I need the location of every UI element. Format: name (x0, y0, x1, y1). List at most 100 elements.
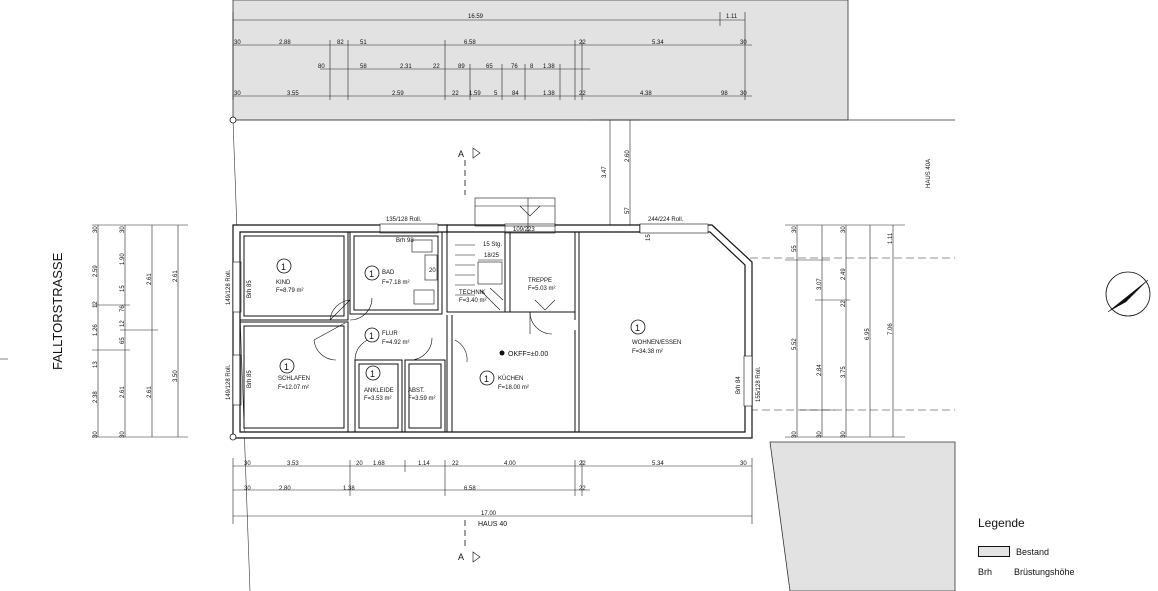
dim-bot-r2-4: 22 (579, 486, 586, 492)
room-number-circles (276, 258, 646, 386)
dim-bot-r1-0: 30 (244, 461, 251, 467)
room-ankleide-name: ANKLEIDE (364, 388, 394, 394)
room-kuechen-name: KÜCHEN (498, 375, 523, 382)
stair-dimension-texts: 3.47 2.60 57 15 20 (429, 150, 652, 274)
dim-right-c2-3: 3.75 (841, 366, 847, 378)
dim-top-r2-7: 8 (530, 64, 534, 70)
room-schlafen-area: F=12.07 m² (278, 385, 309, 391)
dim-left-c2-0: 30 (120, 226, 126, 233)
dim-top-r2-6: 76 (511, 64, 518, 70)
top-dimension-lines (232, 12, 752, 100)
room-flur-name: FLUR (382, 331, 398, 337)
section-marker-top (464, 147, 481, 195)
bottom-dimension-lines (232, 458, 753, 524)
dim-top-r2-5: 65 (486, 64, 493, 70)
room-flur-area: F=4.92 m² (382, 340, 410, 346)
dim-bot-r2-1: 2.80 (279, 486, 291, 492)
room-kuechen-number: 1 (484, 374, 489, 384)
dim-top-r2-1: 58 (360, 64, 367, 70)
opening-top-left: 135/128 Roll. (386, 217, 422, 223)
dim-top-r3-4: 1.59 (469, 91, 481, 97)
dim-top-r3-2: 2.59 (392, 91, 404, 97)
dim-bot-r2-2: 1.38 (343, 486, 355, 492)
legend-brh-abbr: Brh (978, 567, 993, 577)
legend-brh-text: Brüstungshöhe (1014, 567, 1075, 577)
dim-left-c1-0: 30 (93, 226, 99, 233)
room-flur-number: 1 (369, 331, 374, 341)
stairs-count: 15 Stg. (483, 242, 502, 248)
dim-right-c1-1: 55 (792, 245, 798, 252)
dim-top-r1-1: 2.88 (279, 40, 291, 46)
dim-top-r1-3: 51 (360, 40, 367, 46)
dim-bot-r1-6: 4.00 (504, 461, 516, 467)
dim-top-r3-3: 22 (452, 91, 459, 97)
door-swings (313, 198, 556, 363)
dim-right-c1-6: 30 (817, 431, 823, 438)
stair-dimension-lines (600, 119, 640, 225)
legend-bestand: Bestand (1016, 546, 1050, 557)
dim-top-r3-7: 1.38 (543, 91, 555, 97)
room-kind-name: KIND (276, 280, 291, 286)
dim-left-c1-4: 13 (93, 361, 99, 368)
dim-left-c2-1: 1.90 (120, 253, 126, 265)
dim-top-r2-3: 22 (433, 64, 440, 70)
left-dimension-texts: 30 2.59 12 1.26 13 2.38 30 30 1.90 15 76… (93, 226, 179, 438)
north-arrow-icon (1105, 271, 1151, 317)
brh-left-lower: Brh 85 (247, 370, 253, 388)
bath-fixtures (411, 239, 438, 305)
left-dimension-lines (92, 224, 188, 438)
dim-left-c1-6: 30 (93, 431, 99, 438)
dim-mid-2: 57 (625, 207, 631, 214)
bestand-swatch (978, 546, 1010, 557)
dim-right-c1-3: 5.52 (792, 338, 798, 350)
room-schlafen-name: SCHLAFEN (278, 376, 310, 382)
dim-left-c4-1: 3.50 (173, 370, 179, 382)
staircase (455, 197, 556, 311)
room-labels: 1 KIND F=8.79 m² 1 BAD F=7.18 m² TECHNIK… (276, 262, 681, 402)
dim-top-r3-5: 5 (494, 91, 498, 97)
dim-top-overall: 16.59 (468, 14, 484, 20)
dim-left-c2-4: 12 (120, 320, 126, 327)
opening-left-lower: 149/128 Roll. (226, 364, 232, 400)
room-ankleide-number: 1 (370, 369, 375, 379)
room-bad-area: F=7.18 m² (382, 280, 410, 286)
dim-mid-1: 2.60 (625, 150, 631, 162)
interior-walls (239, 231, 580, 433)
dim-bot-r2-0: 30 (244, 486, 251, 492)
dim-right-c5-0: 1.11 (888, 232, 894, 244)
section-label-bottom: A (458, 552, 464, 562)
room-abst-name: ABST. (408, 388, 425, 394)
dim-right-c3-0: 6.95 (865, 328, 871, 340)
dim-bot-overall: 17.00 (481, 511, 497, 517)
brh-bad: Brh 98 (396, 238, 414, 244)
brh-left-upper: Brh 85 (247, 280, 253, 298)
dim-right-c1-2: 3.07 (817, 278, 823, 290)
house-label: HAUS 40 (478, 521, 507, 528)
dim-top-r3-0: 30 (234, 91, 241, 97)
dim-left-c3-0b: 2.61 (147, 386, 153, 398)
room-schlafen-number: 1 (284, 362, 289, 372)
legend-title: Legende (978, 516, 1025, 530)
dim-right-c1-4: 2.84 (817, 364, 823, 376)
dim-top-r3-8: 22 (579, 91, 586, 97)
dim-bot-r1-9: 30 (740, 461, 747, 467)
dim-top-r2-2: 2.31 (400, 64, 412, 70)
dim-top-r3-10: 98 (721, 91, 728, 97)
room-wohnen-area: F=34.38 m² (632, 349, 663, 355)
top-dimension-texts: 16.59 1.11 30 2.88 82 51 6.58 22 5.34 30… (234, 14, 747, 97)
level-marker-icon (499, 350, 505, 356)
room-kind-number: 1 (281, 262, 286, 272)
room-treppe-name: TREPPE (528, 278, 552, 284)
dim-right-c2-0: 30 (841, 226, 847, 233)
dim-top-r2-0: 80 (318, 64, 325, 70)
legend-row-bestand: Bestand (978, 546, 1148, 557)
street-label: FALLTORSTRASSE (50, 252, 65, 370)
dim-right-c1-5: 30 (792, 431, 798, 438)
opening-labels: 135/128 Roll. 109/223 244/224 Roll. 149/… (226, 217, 762, 402)
room-wohnen-name: WOHNEN/ESSEN (632, 340, 681, 346)
room-abst-area: F=3.59 m² (408, 396, 436, 402)
dim-bot-r1-2: 20 (356, 461, 363, 467)
section-marker-bottom (464, 520, 481, 563)
site-areas (0, 0, 956, 591)
